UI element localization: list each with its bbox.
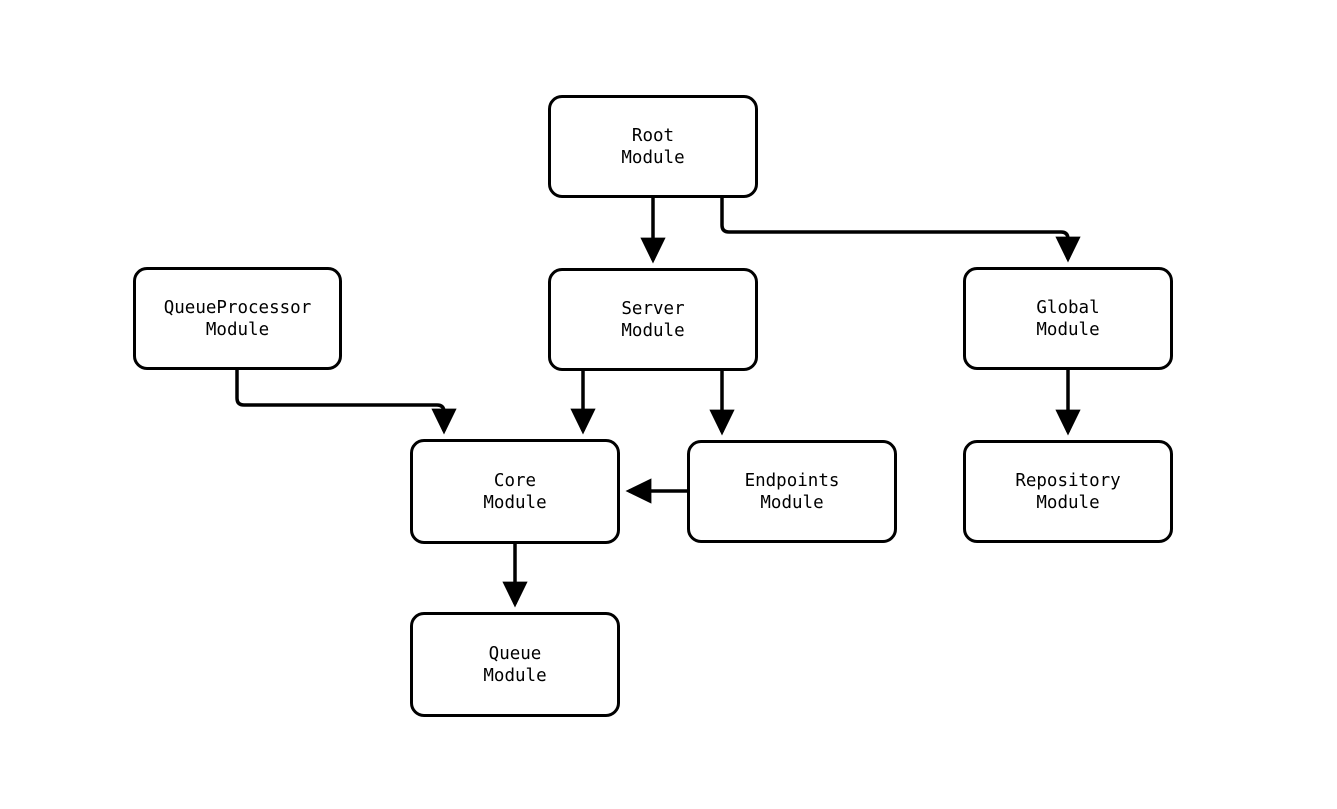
node-queue-label-line1: Queue — [488, 643, 542, 664]
node-global-label-line1: Global — [1036, 297, 1100, 318]
node-root-label-line2: Module — [621, 147, 685, 168]
node-core-label-line2: Module — [483, 492, 547, 513]
node-global[interactable]: Global Module — [963, 267, 1173, 370]
node-repository-label-line1: Repository — [1015, 470, 1121, 491]
node-endpoints[interactable]: Endpoints Module — [687, 440, 897, 543]
node-global-label-line2: Module — [1036, 319, 1100, 340]
node-root-label-line1: Root — [631, 125, 675, 146]
edge-root-to-global — [720, 198, 1081, 263]
node-repository[interactable]: Repository Module — [963, 440, 1173, 543]
node-server[interactable]: Server Module — [548, 268, 758, 371]
node-endpoints-label-line1: Endpoints — [744, 470, 840, 491]
node-server-label-line2: Module — [621, 320, 685, 341]
node-root[interactable]: Root Module — [548, 95, 758, 198]
node-endpoints-label-line2: Module — [760, 492, 824, 513]
node-core[interactable]: Core Module — [410, 439, 620, 544]
node-queueprocessor-label-line2: Module — [205, 319, 270, 340]
node-core-label-line1: Core — [493, 470, 537, 491]
node-queueprocessor[interactable]: QueueProcessor Module — [133, 267, 342, 370]
node-repository-label-line2: Module — [1036, 492, 1100, 513]
node-server-label-line1: Server — [621, 298, 685, 319]
edge-queueprocessor-to-core — [235, 370, 457, 435]
node-queue-label-line2: Module — [483, 665, 547, 686]
node-queue[interactable]: Queue Module — [410, 612, 620, 717]
node-queueprocessor-label-line1: QueueProcessor — [163, 297, 312, 318]
